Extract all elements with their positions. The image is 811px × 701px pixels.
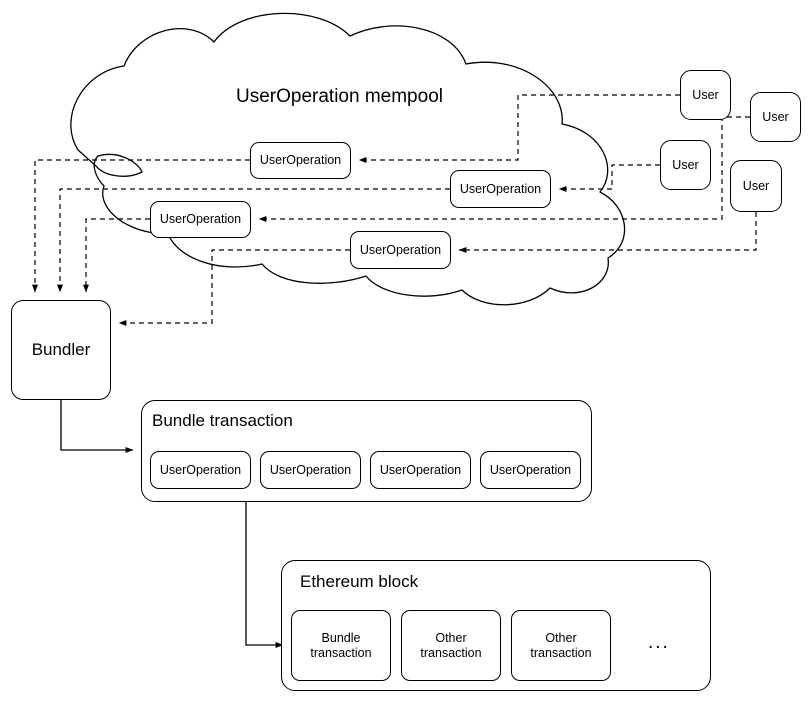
mempool-userop-box-4[interactable]: UserOperation [350,231,451,269]
edge-bundler-to-bundle-transaction [60,400,134,453]
user-label-1: User [692,87,719,102]
edge-userop3-to-bundler [83,218,150,293]
user-label-3: User [672,157,699,172]
mempool-userop-box-3[interactable]: UserOperation [150,201,251,238]
edge-user4-to-userop4 [458,212,757,254]
bundle-userop-label-1: UserOperation [159,462,242,477]
edge-userop4-to-bundler [118,249,350,327]
bundler-box[interactable]: Bundler [11,300,111,400]
bundle-userop-box-4[interactable]: UserOperation [480,451,581,489]
bundle-userop-box-2[interactable]: UserOperation [260,451,361,489]
mempool-userop-box-2[interactable]: UserOperation [450,170,551,208]
block-transaction-box-2[interactable]: Other transaction [401,610,501,681]
edge-bundle-transaction-to-block [245,502,284,648]
user-box-3[interactable]: User [660,140,711,190]
bundle-userop-box-3[interactable]: UserOperation [370,451,471,489]
mempool-userop-label-4: UserOperation [359,242,442,257]
user-label-4: User [742,178,770,193]
bundle-userop-label-2: UserOperation [269,462,352,477]
mempool-userop-label-1: UserOperation [259,153,342,168]
user-box-4[interactable]: User [730,160,782,212]
edge-user3-to-userop2 [558,164,660,193]
mempool-userop-label-3: UserOperation [159,212,242,227]
bundle-userop-label-3: UserOperation [379,462,462,477]
block-transactions-ellipsis: ... [648,632,670,653]
mempool-userop-box-1[interactable]: UserOperation [250,142,351,179]
bundler-label: Bundler [31,340,91,360]
mempool-title: UserOperation mempool [236,86,443,107]
user-label-2: User [762,109,789,124]
bundle-userop-label-4: UserOperation [489,462,572,477]
block-transaction-label-1-line2: transaction [310,645,372,660]
block-transaction-label-1-line1: Bundle [321,630,361,645]
block-transaction-label-3-line2: transaction [530,645,592,660]
block-transaction-box-3[interactable]: Other transaction [511,610,611,681]
bundle-transaction-title: Bundle transaction [152,411,293,430]
ethereum-block-title: Ethereum block [300,572,419,591]
block-transaction-label-2-line1: Other [435,630,467,645]
mempool-userop-label-2: UserOperation [459,181,542,196]
user-box-2[interactable]: User [750,92,801,142]
user-box-1[interactable]: User [680,70,731,120]
bundle-userop-box-1[interactable]: UserOperation [150,451,251,489]
block-transaction-box-1[interactable]: Bundle transaction [291,610,391,681]
block-transaction-label-2-line2: transaction [420,645,482,660]
block-transaction-label-3-line1: Other [545,630,577,645]
